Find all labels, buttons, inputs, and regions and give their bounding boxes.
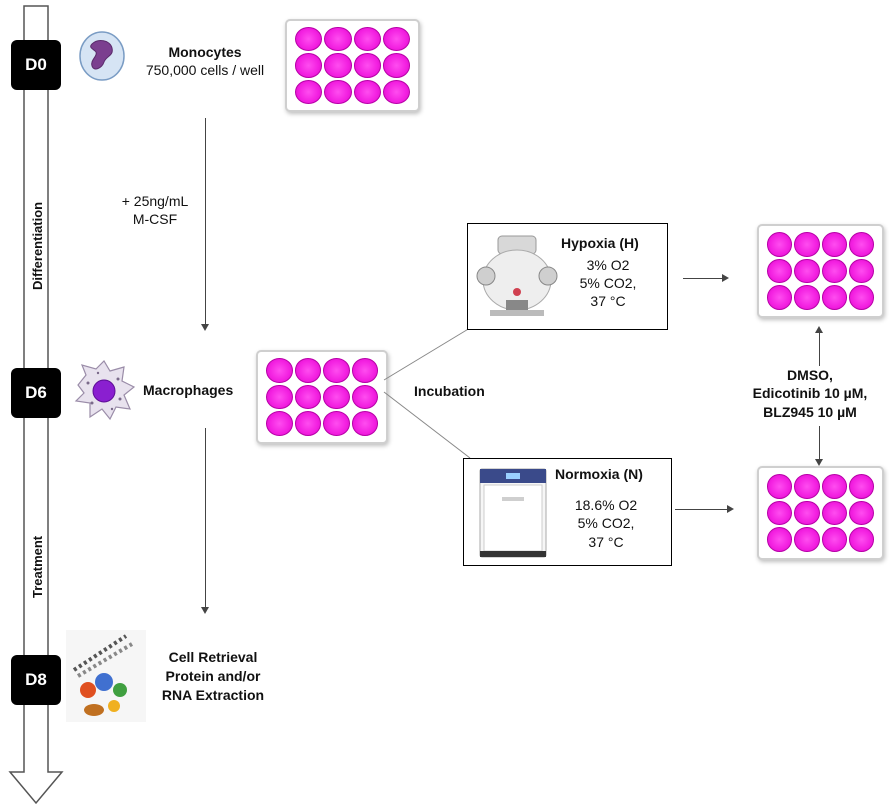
retrieval-line2: Protein and/or	[165, 668, 261, 684]
arrow-d6-d8	[205, 428, 206, 608]
day-label: D6	[25, 383, 47, 402]
phase-label-treatment: Treatment	[30, 535, 45, 598]
normoxia-co2: 5% CO2,	[577, 515, 635, 531]
macrophages-title: Macrophages	[143, 382, 234, 398]
monocytes-detail: 750,000 cells / well	[145, 62, 265, 78]
incubator-icon	[479, 468, 547, 558]
arrow-d0-d6	[205, 118, 206, 325]
monocyte-icon	[79, 31, 125, 81]
hypoxia-temp: 37 °C	[590, 293, 626, 309]
arrow-head	[815, 459, 823, 466]
well-plate-d0	[285, 19, 420, 112]
treatment-line2: Edicotinib 10 µM,	[752, 385, 868, 401]
normoxia-box: Normoxia (N) 18.6% O2 5% CO2, 37 °C	[463, 458, 672, 566]
arrow-treatment-down	[819, 426, 820, 459]
normoxia-o2: 18.6% O2	[574, 497, 638, 513]
arrow-head	[815, 326, 823, 333]
well-plate-hypoxia	[757, 224, 884, 318]
arrow-head	[201, 324, 209, 331]
arrow-normoxia-plate	[675, 509, 728, 510]
normoxia-title: Normoxia (N)	[555, 466, 643, 482]
hypoxia-co2: 5% CO2,	[579, 275, 637, 291]
well-plate-d6	[256, 350, 388, 444]
retrieval-line3: RNA Extraction	[161, 687, 265, 703]
day-badge-d0: D0	[11, 40, 61, 90]
day-badge-d6: D6	[11, 368, 61, 418]
hypoxia-o2: 3% O2	[586, 257, 630, 273]
mcsf-line2: M-CSF	[132, 211, 178, 227]
treatment-line1: DMSO,	[787, 367, 833, 383]
day-label: D8	[25, 670, 47, 689]
hypoxia-chamber-icon	[476, 235, 558, 316]
macrophage-icon	[74, 360, 136, 421]
retrieval-line1: Cell Retrieval	[168, 649, 258, 665]
mcsf-line1: + 25ng/mL	[121, 193, 189, 209]
incubation-label: Incubation	[414, 383, 485, 399]
day-label: D0	[25, 55, 47, 74]
normoxia-temp: 37 °C	[588, 534, 624, 550]
hypoxia-title: Hypoxia (H)	[561, 235, 639, 251]
arrow-head	[727, 505, 734, 513]
monocytes-title: Monocytes	[168, 44, 242, 60]
treatment-line3: BLZ945 10 µM	[763, 404, 857, 420]
biomolecules-icon	[66, 630, 146, 722]
day-badge-d8: D8	[11, 655, 61, 705]
hypoxia-box: Hypoxia (H) 3% O2 5% CO2, 37 °C	[467, 223, 668, 330]
arrow-head	[201, 607, 209, 614]
well-plate-normoxia	[757, 466, 884, 560]
split-lines	[383, 327, 471, 459]
arrow-head	[722, 274, 729, 282]
arrow-hypoxia-plate	[683, 278, 723, 279]
arrow-treatment-up	[819, 332, 820, 366]
phase-label-differentiation: Differentiation	[30, 201, 45, 290]
